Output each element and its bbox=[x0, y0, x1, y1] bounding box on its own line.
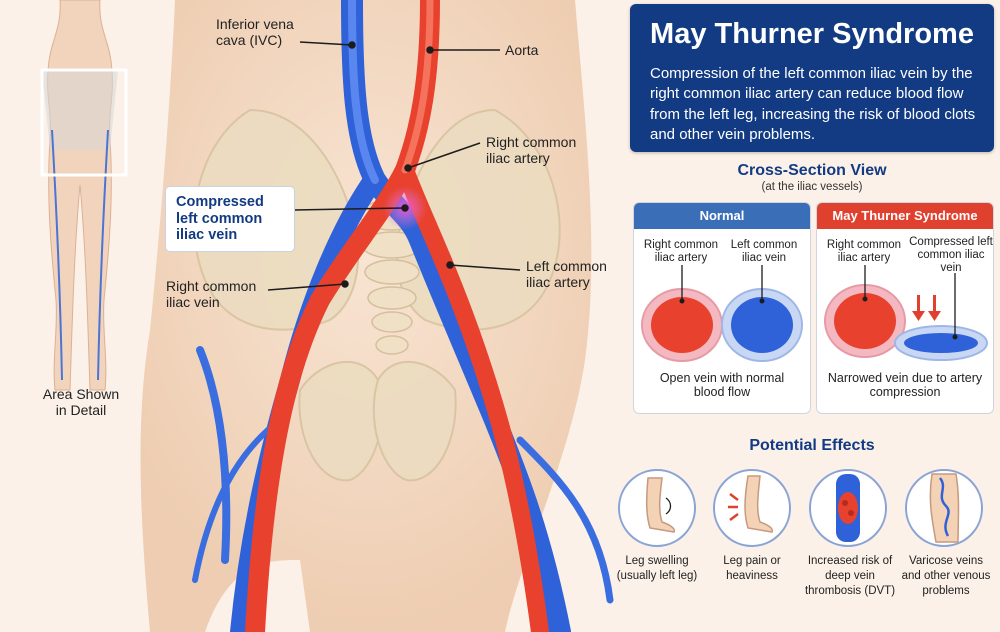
compressed-vein-label: Compressed left common iliac vein bbox=[176, 194, 264, 244]
aorta-label: Aorta bbox=[505, 42, 539, 58]
effect-caption-swelling: Leg swelling (usually left leg) bbox=[616, 555, 698, 582]
normal-vein-label: Left common iliac vein bbox=[730, 239, 798, 265]
compression-arrows bbox=[912, 295, 941, 321]
full-body-thumbnail bbox=[40, 0, 128, 391]
page-title: May Thurner Syndrome bbox=[650, 18, 974, 50]
normal-panel-header: Normal bbox=[634, 203, 810, 229]
right-common-iliac-vein-label: Right common iliac vein bbox=[166, 278, 257, 311]
mts-caption: Narrowed vein due to artery compression bbox=[827, 371, 983, 400]
left-common-iliac-artery-label: Left common iliac artery bbox=[526, 258, 607, 291]
compressed-vein-callout: Compressed left common iliac vein bbox=[166, 187, 294, 251]
normal-cross-section-graphic bbox=[641, 265, 803, 362]
mts-vein-label: Compressed left common iliac vein bbox=[909, 236, 993, 275]
mts-artery-label: Right common iliac artery bbox=[826, 239, 902, 265]
mts-panel: May Thurner Syndrome Right common iliac … bbox=[817, 203, 993, 413]
ivc-label: Inferior vena cava (IVC) bbox=[216, 16, 294, 49]
mts-cross-section-graphic bbox=[824, 265, 988, 361]
effect-caption-pain: Leg pain or heaviness bbox=[723, 555, 781, 582]
cross-section-subheading: (at the iliac vessels) bbox=[761, 181, 863, 193]
blood-clot-icon bbox=[809, 469, 887, 547]
varicose-veins-icon bbox=[905, 469, 983, 547]
right-common-iliac-artery-label: Right common iliac artery bbox=[486, 134, 577, 167]
leg-pain-icon bbox=[713, 469, 791, 547]
detail-area-box bbox=[40, 68, 128, 177]
leader-lines bbox=[267, 41, 521, 291]
swollen-leg-icon bbox=[618, 469, 696, 547]
description: Compression of the left common iliac vei… bbox=[650, 65, 976, 143]
effect-caption-varicose: Varicose veins and other venous problems bbox=[901, 555, 991, 597]
cross-section-heading: Cross-Section View bbox=[737, 162, 887, 179]
normal-artery-label: Right common iliac artery bbox=[643, 239, 719, 265]
normal-panel: Normal Right common iliac artery Left co… bbox=[634, 203, 810, 413]
mts-panel-header: May Thurner Syndrome bbox=[817, 203, 993, 229]
normal-caption: Open vein with normal blood flow bbox=[659, 371, 785, 400]
title-box: May Thurner Syndrome Compression of the … bbox=[630, 4, 994, 152]
area-shown-label: Area Shown in Detail bbox=[42, 386, 120, 419]
effects-heading: Potential Effects bbox=[749, 437, 875, 454]
effect-caption-dvt: Increased risk of deep vein thrombosis (… bbox=[804, 555, 896, 597]
